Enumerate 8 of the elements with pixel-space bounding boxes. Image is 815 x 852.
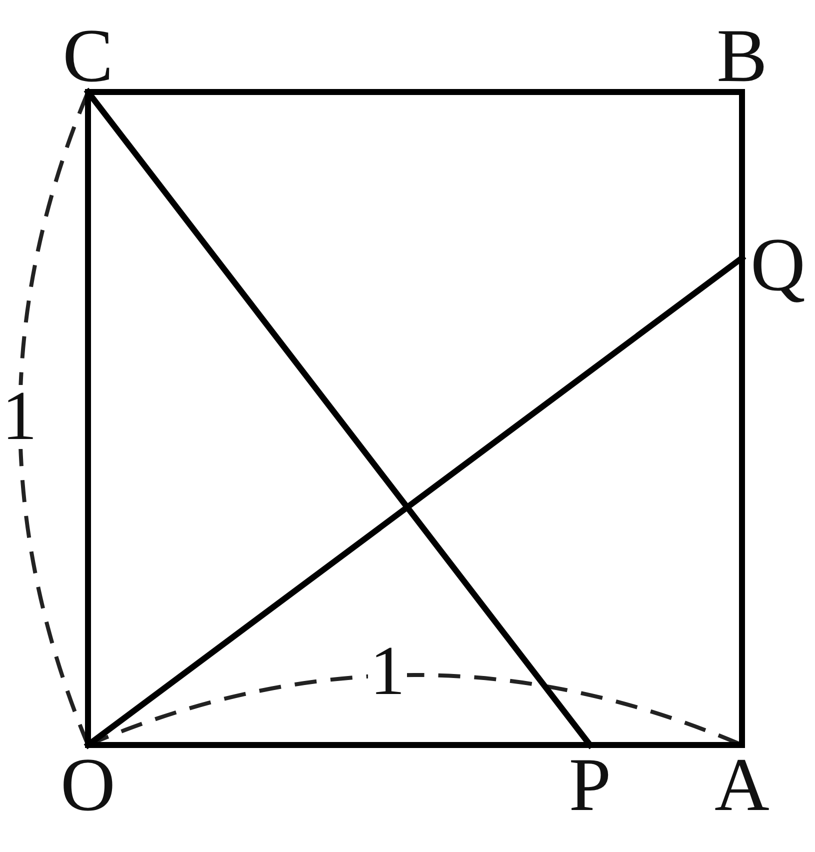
point-label: A bbox=[702, 745, 782, 825]
point-label: P bbox=[550, 745, 630, 825]
point-label: C bbox=[48, 20, 128, 92]
point-label: Q bbox=[745, 225, 811, 305]
point-label: B bbox=[702, 20, 782, 92]
line-segment bbox=[85, 89, 593, 748]
line-segment bbox=[85, 255, 745, 748]
point-label: O bbox=[48, 745, 128, 825]
